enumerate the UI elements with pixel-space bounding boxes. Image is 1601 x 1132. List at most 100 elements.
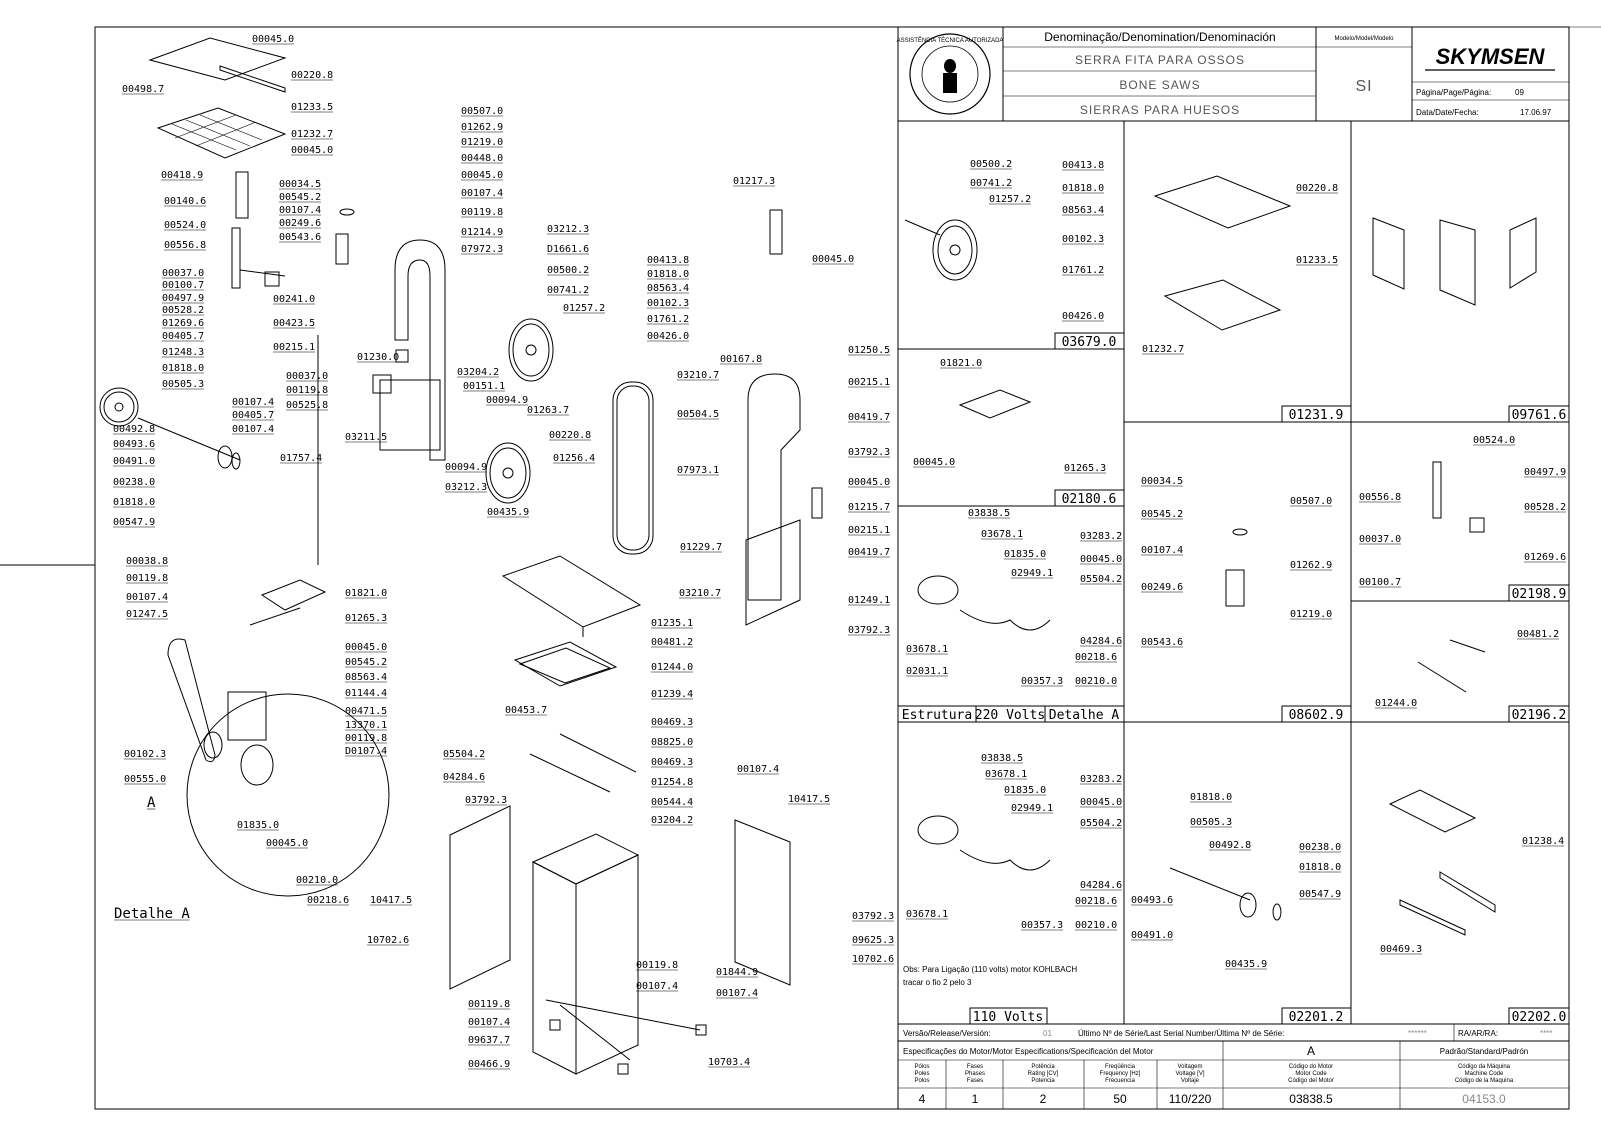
part-label-108: 00107.4 — [126, 592, 168, 603]
part-label-134: 00119.8 — [468, 999, 510, 1010]
part-label-61: 00094.9 — [445, 462, 487, 473]
part-label-85: 01229.7 — [680, 542, 722, 553]
part-label-0: 00045.0 — [252, 34, 294, 45]
c6-part-label-7: 00543.6 — [1141, 637, 1183, 648]
svg-text:Código do Motor: Código do Motor — [1289, 1064, 1333, 1070]
part-label-89: 01235.1 — [651, 618, 693, 629]
c5-part-label-5: 01269.6 — [1524, 552, 1566, 563]
part-label-15: 00405.7 — [162, 331, 204, 342]
c10-part-label-3: 00238.0 — [1299, 842, 1341, 853]
part-label-119: 00102.3 — [124, 749, 166, 760]
part-label-103: 01821.0 — [345, 588, 387, 599]
part-label-74: 01250.5 — [848, 345, 890, 356]
model-label: Modelo/Model/Modelo — [1334, 36, 1394, 42]
c9-part-label-0: 03838.5 — [981, 753, 1023, 764]
part-label-116: D0107.4 — [345, 746, 387, 757]
part-label-43: 01214.9 — [461, 227, 503, 238]
part-label-8: 00524.0 — [164, 220, 206, 231]
part-label-81: 00045.0 — [848, 477, 890, 488]
c9-part-label-9: 00210.0 — [1075, 920, 1117, 931]
standard-label: Padrão/Standard/Padrón — [1440, 1047, 1529, 1056]
part-label-91: 01244.0 — [651, 662, 693, 673]
part-label-26: 01818.0 — [113, 497, 155, 508]
part-label-65: 00413.8 — [647, 255, 689, 266]
part-label-21: 00107.4 — [232, 424, 274, 435]
svg-text:Voltage [V]: Voltage [V] — [1175, 1071, 1204, 1077]
part-label-104: 01265.3 — [345, 613, 387, 624]
part-label-19: 00107.4 — [232, 397, 274, 408]
svg-text:Fases: Fases — [967, 1064, 983, 1070]
main-part-labels: 00045.000220.800498.701233.501232.700045… — [113, 34, 894, 1070]
cell-code-4: 02180.6 — [1062, 492, 1117, 507]
part-label-92: 01239.4 — [651, 689, 693, 700]
part-label-28: 00034.5 — [279, 179, 321, 190]
c10-part-label-8: 00435.9 — [1225, 959, 1267, 970]
svg-text:Código de la Maquina: Código de la Maquina — [1455, 1078, 1514, 1084]
part-label-12: 00497.9 — [162, 293, 204, 304]
c5-part-label-1: 00497.9 — [1524, 467, 1566, 478]
c1-part-label-7: 01761.2 — [1062, 265, 1104, 276]
svg-text:Código da Máquina: Código da Máquina — [1458, 1064, 1511, 1070]
product-name-en: BONE SAWS — [1119, 78, 1200, 92]
c8-part-label-2: 01835.0 — [1004, 549, 1046, 560]
part-label-3: 01233.5 — [291, 102, 333, 113]
part-label-55: 00525.8 — [286, 400, 328, 411]
c6-part-label-4: 01262.9 — [1290, 560, 1332, 571]
c8-part-label-11: 03678.1 — [906, 644, 948, 655]
c10-part-label-2: 00492.8 — [1209, 840, 1251, 851]
page-label: Página/Page/Página: — [1416, 88, 1491, 97]
part-label-110: 00545.2 — [345, 657, 387, 668]
part-label-98: 00544.4 — [651, 797, 693, 808]
c9-part-label-10: 00357.3 — [1021, 920, 1063, 931]
part-label-32: 00543.6 — [279, 232, 321, 243]
detail-callout-1: Detalhe A — [114, 906, 190, 922]
c10-part-label-7: 00491.0 — [1131, 930, 1173, 941]
phases-value: 1 — [972, 1092, 979, 1106]
part-label-132: 00107.4 — [636, 981, 678, 992]
part-label-95: 08825.0 — [651, 737, 693, 748]
cell9-note-line1: Obs: Para Ligação (110 volts) motor KOHL… — [903, 965, 1077, 974]
part-label-67: 08563.4 — [647, 283, 689, 294]
main-exploded-view — [99, 37, 823, 1075]
c10-part-label-5: 00493.6 — [1131, 895, 1173, 906]
part-label-2: 00498.7 — [122, 84, 164, 95]
c10-part-label-1: 00505.3 — [1190, 817, 1232, 828]
machine-code-value: 04153.0 — [1462, 1092, 1506, 1106]
part-label-69: 01761.2 — [647, 314, 689, 325]
motor-spec-letter: A — [1307, 1044, 1315, 1058]
c2-part-label-2: 01232.7 — [1142, 344, 1184, 355]
seal-text: ASSISTÊNCIA TÉCNICA AUTORIZADA — [897, 36, 1004, 44]
svg-text:Voltagem: Voltagem — [1177, 1064, 1202, 1070]
detail-cell-drawings — [904, 175, 1537, 936]
part-label-54: 00119.8 — [286, 385, 328, 396]
part-label-49: 01257.2 — [563, 303, 605, 314]
svg-text:Código del Motor: Código del Motor — [1288, 1078, 1334, 1084]
part-label-99: 03204.2 — [651, 815, 693, 826]
serial-label: Último Nº de Série/Last Serial Number/Úl… — [1078, 1029, 1284, 1038]
cell-code-11: 02202.0 — [1512, 1010, 1567, 1025]
part-label-87: 01249.1 — [848, 595, 890, 606]
part-label-124: 00218.6 — [307, 895, 349, 906]
part-label-79: 03792.3 — [848, 447, 890, 458]
voltage-value: 110/220 — [1169, 1092, 1212, 1106]
part-label-128: 09625.3 — [852, 935, 894, 946]
part-label-93: 00453.7 — [505, 705, 547, 716]
part-label-37: 01262.9 — [461, 122, 503, 133]
product-name-es: SIERRAS PARA HUESOS — [1080, 103, 1240, 117]
part-label-106: 00038.8 — [126, 556, 168, 567]
c9-part-label-2: 01835.0 — [1004, 785, 1046, 796]
part-label-30: 00107.4 — [279, 205, 321, 216]
motor-code-value: 03838.5 — [1289, 1092, 1333, 1106]
cell8-footer-detail: Detalhe A — [1049, 708, 1120, 723]
part-label-73: 00167.8 — [720, 354, 762, 365]
motor-spec-label: Especificações do Motor/Motor Especifica… — [903, 1047, 1154, 1056]
c9-part-label-6: 05504.2 — [1080, 818, 1122, 829]
part-label-24: 00491.0 — [113, 456, 155, 467]
c9-part-label-1: 03678.1 — [985, 769, 1027, 780]
c8-part-label-1: 03678.1 — [981, 529, 1023, 540]
c1-part-label-0: 00500.2 — [970, 159, 1012, 170]
part-label-136: 09637.7 — [468, 1035, 510, 1046]
part-label-25: 00238.0 — [113, 477, 155, 488]
part-label-20: 00405.7 — [232, 410, 274, 421]
c1-part-label-5: 08563.4 — [1062, 205, 1104, 216]
